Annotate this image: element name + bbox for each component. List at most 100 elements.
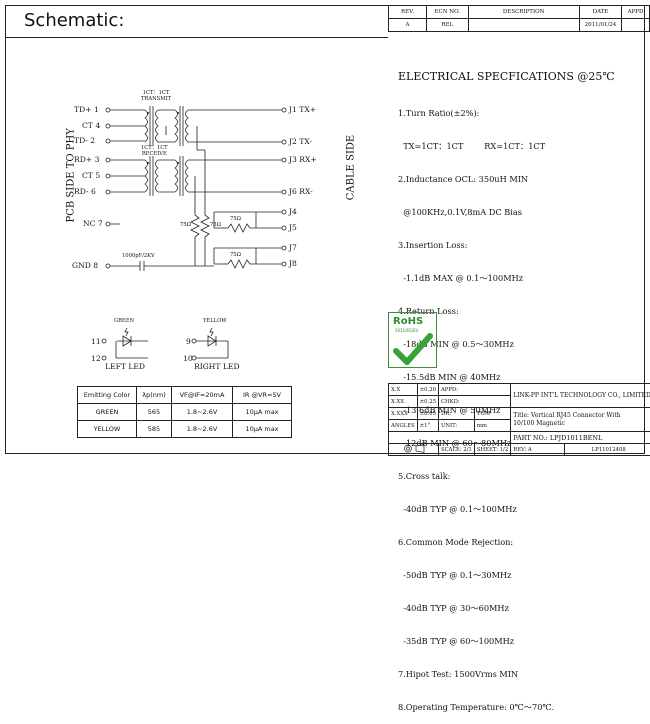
led-pin-9: 9: [186, 337, 191, 346]
capacitor-label: 1000pF/2KV: [122, 253, 155, 259]
pin-ct-5: CT 5: [82, 171, 101, 180]
scale-cell: SCALE: 2/1: [437, 443, 475, 456]
rev-header-date: DATE: [578, 5, 623, 19]
spec-title: ELECTRICAL SPECFICATIONS @25℃: [398, 70, 615, 83]
pcb-side-label: PCB SIDE TO PHY: [65, 128, 77, 223]
table-cell: YELLOW: [77, 420, 137, 438]
title-cell: Title: Vertical RJ45 Connector With 10/1…: [510, 407, 650, 432]
rev-header-appd: APPD: [621, 5, 650, 19]
spec-line: 2.Inductance OCL: 350uH MIN: [398, 174, 529, 184]
rev-value: A: [527, 446, 532, 453]
led-pin-12: 12: [91, 354, 101, 363]
pin-j8: J8: [289, 259, 297, 268]
ecn-value: REL: [426, 18, 469, 32]
pin-td-plus: TD+ 1: [74, 105, 99, 114]
scale-label: SCALE:: [440, 446, 462, 453]
rev-header-ecn: ECN NO.: [426, 5, 469, 19]
pin-j6: J6 RX-: [289, 187, 313, 196]
spec-line: TX=1CT：1CT RX=1CT：1CT: [398, 141, 546, 151]
transformer-receive-label: 1CT：1CT RECEIVE: [141, 145, 168, 157]
left-led-label: LEFT LED: [105, 362, 146, 371]
pin-rd-plus: RD+ 3: [74, 155, 100, 164]
emit-header-vf: VF@IF=20mA: [171, 386, 233, 404]
pin-nc: NC 7: [83, 219, 103, 228]
title-label: Title:: [513, 411, 530, 419]
spec-line: -1.1dB MAX @ 0.1～100MHz: [398, 273, 524, 283]
cable-side-label: CABLE SIDE: [345, 134, 357, 201]
sheet-value: 1/2: [499, 446, 509, 453]
description-value: [467, 18, 580, 32]
title-block: X.X ±0.30 APPD: LINK-PP INT'L TECHNOLOGY…: [387, 383, 650, 456]
dr-label: DR:: [437, 407, 475, 420]
angles-label: ANGLES: [388, 419, 418, 432]
led-pin-10: 10: [183, 354, 193, 363]
spec-line: -15.5dB MIN @ 40MHz: [398, 372, 501, 382]
dr-value: TOM: [473, 407, 512, 420]
rohs-text: RoHS: [393, 316, 424, 327]
table-cell: 10μA max: [232, 420, 292, 438]
emit-header-wavelength: λp(nm): [136, 386, 172, 404]
spec-line: 3.Insertion Loss:: [398, 240, 468, 250]
table-cell: 10μA max: [232, 403, 292, 421]
rev-label: REV:: [513, 446, 527, 453]
tolerance-label: X.XX: [388, 395, 418, 408]
spec-line: 6.Common Mode Rejection:: [398, 537, 514, 547]
spec-line: 5.Cross talk:: [398, 471, 451, 481]
resistor-label-4: 75Ω: [230, 252, 241, 258]
date-value: 2011/01/24: [578, 18, 623, 32]
sheet-cell: SHEET: 1/2: [473, 443, 512, 456]
drawing-frame: [5, 5, 645, 454]
tolerance-value: ±0.25: [416, 395, 439, 408]
rev-cell: REV: A: [510, 443, 565, 456]
spec-line: -40dB TYP @ 30～60MHz: [398, 603, 509, 613]
rev-value: A: [388, 18, 427, 32]
pin-j7: J7: [289, 243, 297, 252]
title-divider: [5, 37, 388, 38]
emit-header-ir: IR @VR=5V: [232, 386, 292, 404]
table-cell: 585: [136, 420, 172, 438]
rohs-sub: 2011/65/EU: [395, 328, 419, 333]
yellow-led-label: YELLOW: [203, 318, 227, 324]
tolerance-label: X.XXX: [388, 407, 418, 420]
sheet-label: SHEET:: [476, 446, 498, 453]
angles-value: ±1°: [416, 419, 439, 432]
rev-header-rev: REV.: [388, 5, 427, 19]
table-row: YELLOW 585 1.8~2.6V 10μA max: [77, 420, 292, 438]
checkmark-icon: [393, 333, 433, 365]
page-title: Schematic:: [24, 10, 125, 31]
led-pin-11: 11: [91, 337, 101, 346]
part-number: PART NO.: LPJD1011BENL: [510, 431, 650, 444]
spec-line: 8.Operating Temperature: 0℃～70℃.: [398, 702, 555, 712]
projection-icon: [404, 444, 425, 453]
pin-j4: J4: [289, 207, 297, 216]
tolerance-value: ±0.30: [416, 383, 439, 396]
led-diagram: [101, 327, 229, 361]
rohs-logo: RoHS 2011/65/EU: [388, 312, 437, 368]
resistor-label-2: 75Ω: [210, 222, 221, 228]
appd-label: APPD:: [437, 383, 512, 396]
tolerance-label: X.X: [388, 383, 418, 396]
revision-table: REV. ECN NO. DESCRIPTION DATE APPD A REL…: [388, 5, 650, 32]
appd-value: [621, 18, 650, 32]
right-led-label: RIGHT LED: [194, 362, 240, 371]
tolerance-value: ±0.05: [416, 407, 439, 420]
resistor-label-1: 75Ω: [180, 222, 191, 228]
unit-value: mm: [473, 419, 512, 432]
emit-header-color: Emitting Color: [77, 386, 137, 404]
spec-line: @100KHz,0.1V,8mA DC Bias: [398, 207, 522, 217]
pin-ct-4: CT 4: [82, 121, 101, 130]
rev-header-description: DESCRIPTION: [467, 5, 580, 19]
spec-line: -40dB TYP @ 0.1～100MHz: [398, 504, 517, 514]
transformer-transmit-label: 1CT：1CT TRANSMIT: [141, 90, 172, 102]
table-cell: 1.8~2.6V: [171, 403, 233, 421]
spec-line: -50dB TYP @ 0.1～30MHz: [398, 570, 512, 580]
green-led-label: GREEN: [114, 318, 135, 324]
spec-line: -18dB MIN @ 0.5～30MHz: [398, 339, 514, 349]
table-row: GREEN 565 1.8~2.6V 10μA max: [77, 403, 292, 421]
pin-j2: J2 TX-: [289, 137, 313, 146]
doc-number: LP11012408: [563, 443, 650, 456]
part-no-spacer: [387, 431, 512, 444]
pin-rd-minus: RD- 6: [74, 187, 96, 196]
table-cell: GREEN: [77, 403, 137, 421]
pin-j5: J5: [289, 223, 297, 232]
